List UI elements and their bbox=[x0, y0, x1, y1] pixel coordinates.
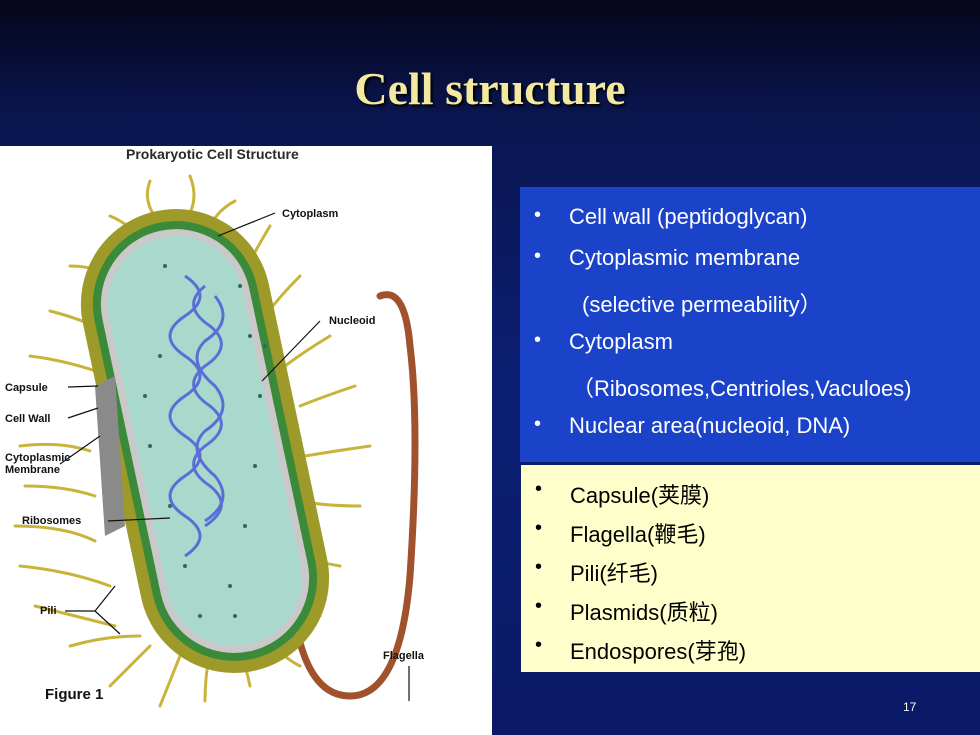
flagellum bbox=[286, 291, 419, 700]
label-cytoplasm: Cytoplasm bbox=[282, 208, 339, 220]
label-flagella: Flagella bbox=[383, 650, 424, 662]
page-number: 17 bbox=[903, 700, 917, 714]
list-item-text: （Ribosomes,Centrioles,Vaculoes) bbox=[572, 376, 912, 401]
bullet: • bbox=[534, 329, 542, 351]
list-item-text: Plasmids(质粒) bbox=[570, 600, 718, 625]
label-nucleoid: Nucleoid bbox=[329, 315, 376, 327]
list-item-text: Cytoplasmic membrane bbox=[569, 245, 801, 270]
bullet: • bbox=[535, 634, 543, 656]
bullet: • bbox=[535, 595, 543, 617]
list-item-text: Endospores(芽孢) bbox=[570, 639, 747, 664]
list-item-text: Pili(纤毛) bbox=[570, 561, 658, 586]
bullet: • bbox=[534, 245, 542, 267]
list-item-text: Cytoplasm bbox=[569, 329, 673, 354]
label-cell-wall: Cell Wall bbox=[5, 413, 51, 425]
ribosome-dots bbox=[143, 264, 267, 618]
nucleoid-dna bbox=[168, 274, 225, 558]
structure-list-box: • Cell wall (peptidoglycan) • Cytoplasmi… bbox=[520, 187, 980, 462]
bacterium-illustration bbox=[13, 174, 419, 708]
bullet: • bbox=[535, 517, 543, 539]
bullet: • bbox=[534, 204, 542, 226]
special-structures-box: • Capsule(荚膜) • Flagella(鞭毛) • Pili(纤毛) … bbox=[521, 465, 980, 672]
label-cytoplasmic-membrane-line1: Cytoplasmic bbox=[5, 452, 71, 464]
slide-title: Cell structure bbox=[354, 63, 626, 114]
bullet: • bbox=[535, 478, 543, 500]
bullet: • bbox=[534, 413, 542, 435]
label-ribosomes: Ribosomes bbox=[22, 515, 82, 527]
diagram-title: Prokaryotic Cell Structure bbox=[126, 146, 299, 162]
list-item-text: Capsule(荚膜) bbox=[570, 483, 710, 508]
figure-caption: Figure 1 bbox=[45, 686, 104, 703]
cell-diagram: Prokaryotic Cell Structure bbox=[0, 146, 492, 735]
list-item-text: Cell wall (peptidoglycan) bbox=[569, 204, 808, 229]
list-item-text: Nuclear area(nucleoid, DNA) bbox=[569, 413, 851, 438]
label-capsule: Capsule bbox=[5, 382, 48, 394]
label-pili: Pili bbox=[40, 605, 57, 617]
bullet: • bbox=[535, 556, 543, 578]
list-item-text: (selective permeability） bbox=[582, 292, 822, 317]
label-cytoplasmic-membrane-line2: Membrane bbox=[5, 464, 61, 476]
list-item-text: Flagella(鞭毛) bbox=[570, 522, 706, 547]
